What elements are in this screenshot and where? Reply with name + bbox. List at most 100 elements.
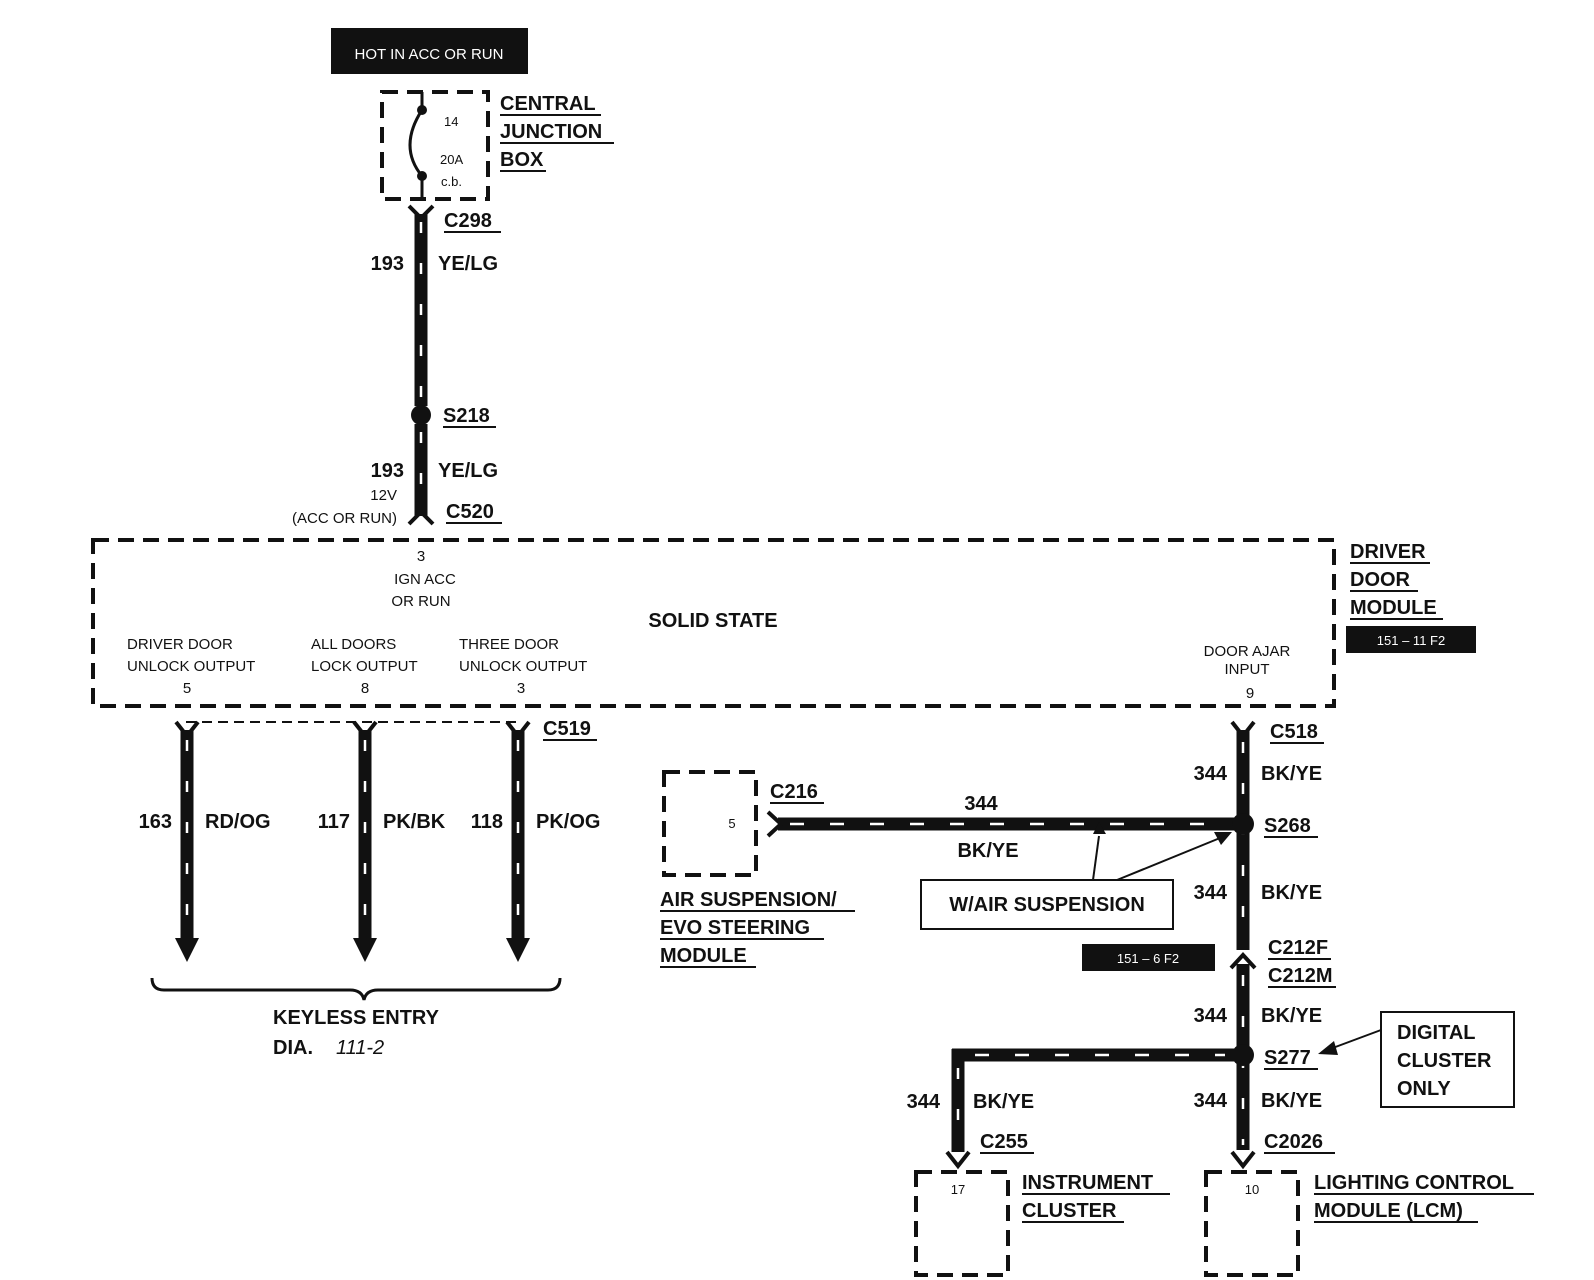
ddm-name-line3: MODULE [1350, 597, 1437, 619]
air-wire-color: BK/YE [957, 840, 1018, 862]
door-ajar-wire-344: C518 344 BK/YE S268 344 BK/YE C212F C212… [1082, 720, 1515, 1170]
connector-c216: C216 [770, 781, 818, 803]
instrument-cluster: 17 INSTRUMENT CLUSTER [914, 1170, 1170, 1277]
door-ajar-label-line1: DOOR AJAR [1204, 643, 1291, 660]
ddm-name-line2: DOOR [1350, 569, 1411, 591]
seg3-circuit: 344 [1194, 1005, 1228, 1027]
fuse-type: c.b. [441, 174, 462, 189]
seg2-circuit: 344 [1194, 882, 1228, 904]
cluster-pin: 17 [951, 1182, 965, 1197]
air-suspension-module: 5 C216 AIR SUSPENSION/ EVO STEERING MODU… [660, 770, 1240, 968]
feed-circuit: 193 [371, 253, 404, 275]
splice-s277: S277 [1264, 1047, 1311, 1069]
feed-circuit-2: 193 [371, 460, 404, 482]
seg1-circuit: 344 [1194, 763, 1228, 785]
connector-c520: C520 [446, 501, 494, 523]
ign-label-line2: OR RUN [391, 593, 450, 610]
connector-c520-symbol [407, 509, 435, 526]
output-3-label-line1: THREE DOOR [459, 636, 559, 653]
arrow-down-icon [353, 938, 377, 962]
splice-s268-dot [1232, 813, 1254, 835]
arrow-up-icon [1093, 822, 1106, 834]
circuit-breaker-symbol [408, 109, 424, 177]
air-module-name-line1: AIR SUSPENSION/ [660, 889, 837, 911]
cjb-name-line2: JUNCTION [500, 121, 602, 143]
connector-c519: C519 [543, 718, 591, 740]
splice-s218: S218 [443, 405, 490, 427]
feed-color-2: YE/LG [438, 460, 498, 482]
connector-c255-symbol [945, 1150, 971, 1170]
lcm-name-line2: MODULE (LCM) [1314, 1200, 1463, 1222]
keyless-dia-ref: 111-2 [336, 1037, 384, 1059]
digital-note-line1: DIGITAL [1397, 1022, 1476, 1044]
feed-color: YE/LG [438, 253, 498, 275]
connector-c518: C518 [1270, 721, 1318, 743]
output-1-pin: 5 [183, 680, 191, 697]
cluster-wire-circuit: 344 [907, 1091, 941, 1113]
connector-c255: C255 [980, 1131, 1028, 1153]
keyless-entry-brace [150, 977, 562, 1001]
output-3-color: PK/OG [536, 811, 600, 833]
seg4-circuit: 344 [1194, 1090, 1228, 1112]
feed-condition: (ACC OR RUN) [292, 510, 397, 527]
power-source-badge: HOT IN ACC OR RUN [331, 28, 528, 74]
keyless-dia-label: DIA. [273, 1037, 313, 1059]
feed-wire-193: C298 193 YE/LG S218 193 YE/LG 12V (ACC O… [292, 204, 502, 527]
door-ajar-pin: 9 [1246, 685, 1254, 702]
ddm-name-line1: DRIVER [1350, 541, 1426, 563]
arrow-icon [1318, 1041, 1338, 1055]
ign-label-line1: IGN ACC [394, 571, 456, 588]
seg4-color: BK/YE [1261, 1090, 1322, 1112]
connector-c2026: C2026 [1264, 1131, 1323, 1153]
seg1-color: BK/YE [1261, 763, 1322, 785]
air-suspension-note: W/AIR SUSPENSION [949, 894, 1145, 916]
air-wire-circuit: 344 [964, 793, 998, 815]
digital-cluster-note-box [1380, 1011, 1515, 1108]
reference-151-6: 151 – 6 F2 [1117, 951, 1179, 966]
output-2-label-line1: ALL DOORS [311, 636, 396, 653]
instrument-cluster-branch: 344 BK/YE C255 [907, 1048, 1240, 1170]
central-junction-box: 14 20A c.b. CENTRAL JUNCTION BOX [380, 90, 614, 201]
output-3-circuit: 118 [471, 811, 503, 833]
output-3-label-line2: UNLOCK OUTPUT [459, 658, 587, 675]
arrow-down-icon [175, 938, 199, 962]
output-1-color: RD/OG [205, 811, 271, 833]
cjb-name-line1: CENTRAL [500, 93, 596, 115]
cluster-name-line2: CLUSTER [1022, 1200, 1117, 1222]
splice-s268: S268 [1264, 815, 1311, 837]
output-2-circuit: 117 [318, 811, 350, 833]
digital-note-line2: CLUSTER [1397, 1050, 1492, 1072]
connector-c212-symbol [1229, 952, 1257, 970]
output-1-circuit: 163 [139, 811, 172, 833]
digital-note-line3: ONLY [1397, 1078, 1451, 1100]
output-1-label-line1: DRIVER DOOR [127, 636, 233, 653]
door-ajar-label-line2: INPUT [1225, 661, 1270, 678]
output-1-label-line2: UNLOCK OUTPUT [127, 658, 255, 675]
cluster-name-line1: INSTRUMENT [1022, 1172, 1153, 1194]
lcm-name-line1: LIGHTING CONTROL [1314, 1172, 1514, 1194]
splice-s218-dot [411, 405, 431, 425]
reference-badge-151-6 [1082, 944, 1215, 971]
seg3-color: BK/YE [1261, 1005, 1322, 1027]
output-2-pin: 8 [361, 680, 369, 697]
connector-c212f: C212F [1268, 937, 1328, 959]
ddm-reference-badge [1346, 626, 1476, 653]
arrow-icon [1214, 832, 1232, 845]
ign-pin: 3 [417, 548, 425, 565]
connector-c212m: C212M [1268, 965, 1332, 987]
output-2-color: PK/BK [383, 811, 446, 833]
lcm-pin: 10 [1245, 1182, 1259, 1197]
lighting-control-module: 10 LIGHTING CONTROL MODULE (LCM) [1204, 1170, 1534, 1277]
ddm-reference: 151 – 11 F2 [1377, 633, 1445, 648]
seg2-color: BK/YE [1261, 882, 1322, 904]
cjb-name-line3: BOX [500, 149, 544, 171]
fuse-rating: 20A [440, 152, 463, 167]
connector-c298-symbol [407, 204, 435, 221]
air-suspension-note-box [920, 879, 1174, 930]
air-module-name-line2: EVO STEERING [660, 917, 810, 939]
solid-state-label: SOLID STATE [648, 610, 777, 632]
connector-c298: C298 [444, 210, 492, 232]
keyless-entry-label: KEYLESS ENTRY [273, 1007, 440, 1029]
output-2-label-line2: LOCK OUTPUT [311, 658, 418, 675]
